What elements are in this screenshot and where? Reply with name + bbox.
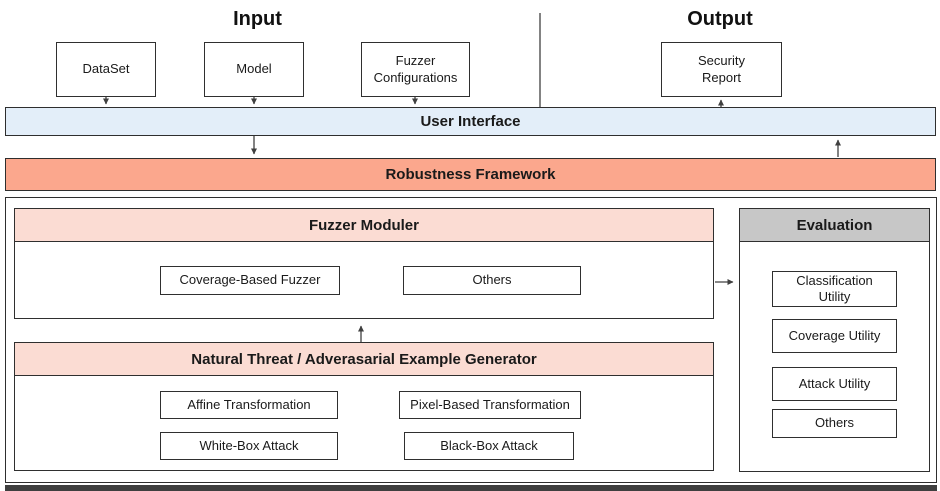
fuzzer-moduler-title: Fuzzer Moduler [308,216,419,234]
robustness-framework-bar: Robustness Framework [5,158,936,191]
affine-transformation-label: Affine Transformation [187,396,311,412]
fuzzer-configurations-box-label: Fuzzer Configurations [373,53,458,85]
white-box-attack-box: White-Box Attack [160,432,338,460]
classification-utility-label: Classification Utility [796,272,873,304]
evaluation-others-label: Others [814,415,854,431]
dataset-box-label: DataSet [82,61,130,77]
attack-utility-label: Attack Utility [798,375,871,391]
user-interface-bar: User Interface [5,107,936,136]
fuzzer-moduler-container: Fuzzer Moduler [14,208,714,319]
pixel-based-transformation-label: Pixel-Based Transformation [410,396,570,412]
attack-utility-box: Attack Utility [772,367,897,401]
input-section-label: Input [233,7,282,30]
coverage-utility-box: Coverage Utility [772,319,897,353]
security-report-box-label: Security Report [698,53,745,85]
black-box-attack-box: Black-Box Attack [404,432,574,460]
model-box-label: Model [236,61,272,77]
model-box: Model [204,42,304,97]
example-generator-title: Natural Threat / Adverasarial Example Ge… [191,350,537,368]
coverage-based-fuzzer-box: Coverage-Based Fuzzer [160,266,340,295]
classification-utility-box: Classification Utility [772,271,897,307]
coverage-based-fuzzer-label: Coverage-Based Fuzzer [179,272,321,288]
dataset-box: DataSet [56,42,156,97]
evaluation-header: Evaluation [740,209,929,242]
coverage-utility-label: Coverage Utility [788,327,881,343]
example-generator-container: Natural Threat / Adverasarial Example Ge… [14,342,714,471]
evaluation-title: Evaluation [796,216,873,234]
output-section-label: Output [687,7,753,30]
bottom-cropped-bar [5,485,937,491]
evaluation-others-box: Others [772,409,897,438]
fuzzer-configurations-box: Fuzzer Configurations [361,42,470,97]
fuzzer-others-box: Others [403,266,581,295]
black-box-attack-label: Black-Box Attack [440,437,538,453]
pixel-based-transformation-box: Pixel-Based Transformation [399,391,581,419]
robustness-framework-bar-label: Robustness Framework [385,166,556,183]
security-report-box: Security Report [661,42,782,97]
affine-transformation-box: Affine Transformation [160,391,338,419]
fuzzer-moduler-header: Fuzzer Moduler [15,209,713,242]
example-generator-header: Natural Threat / Adverasarial Example Ge… [15,343,713,376]
fuzzer-others-label: Others [472,272,512,288]
white-box-attack-label: White-Box Attack [199,437,299,453]
user-interface-bar-label: User Interface [420,113,521,130]
